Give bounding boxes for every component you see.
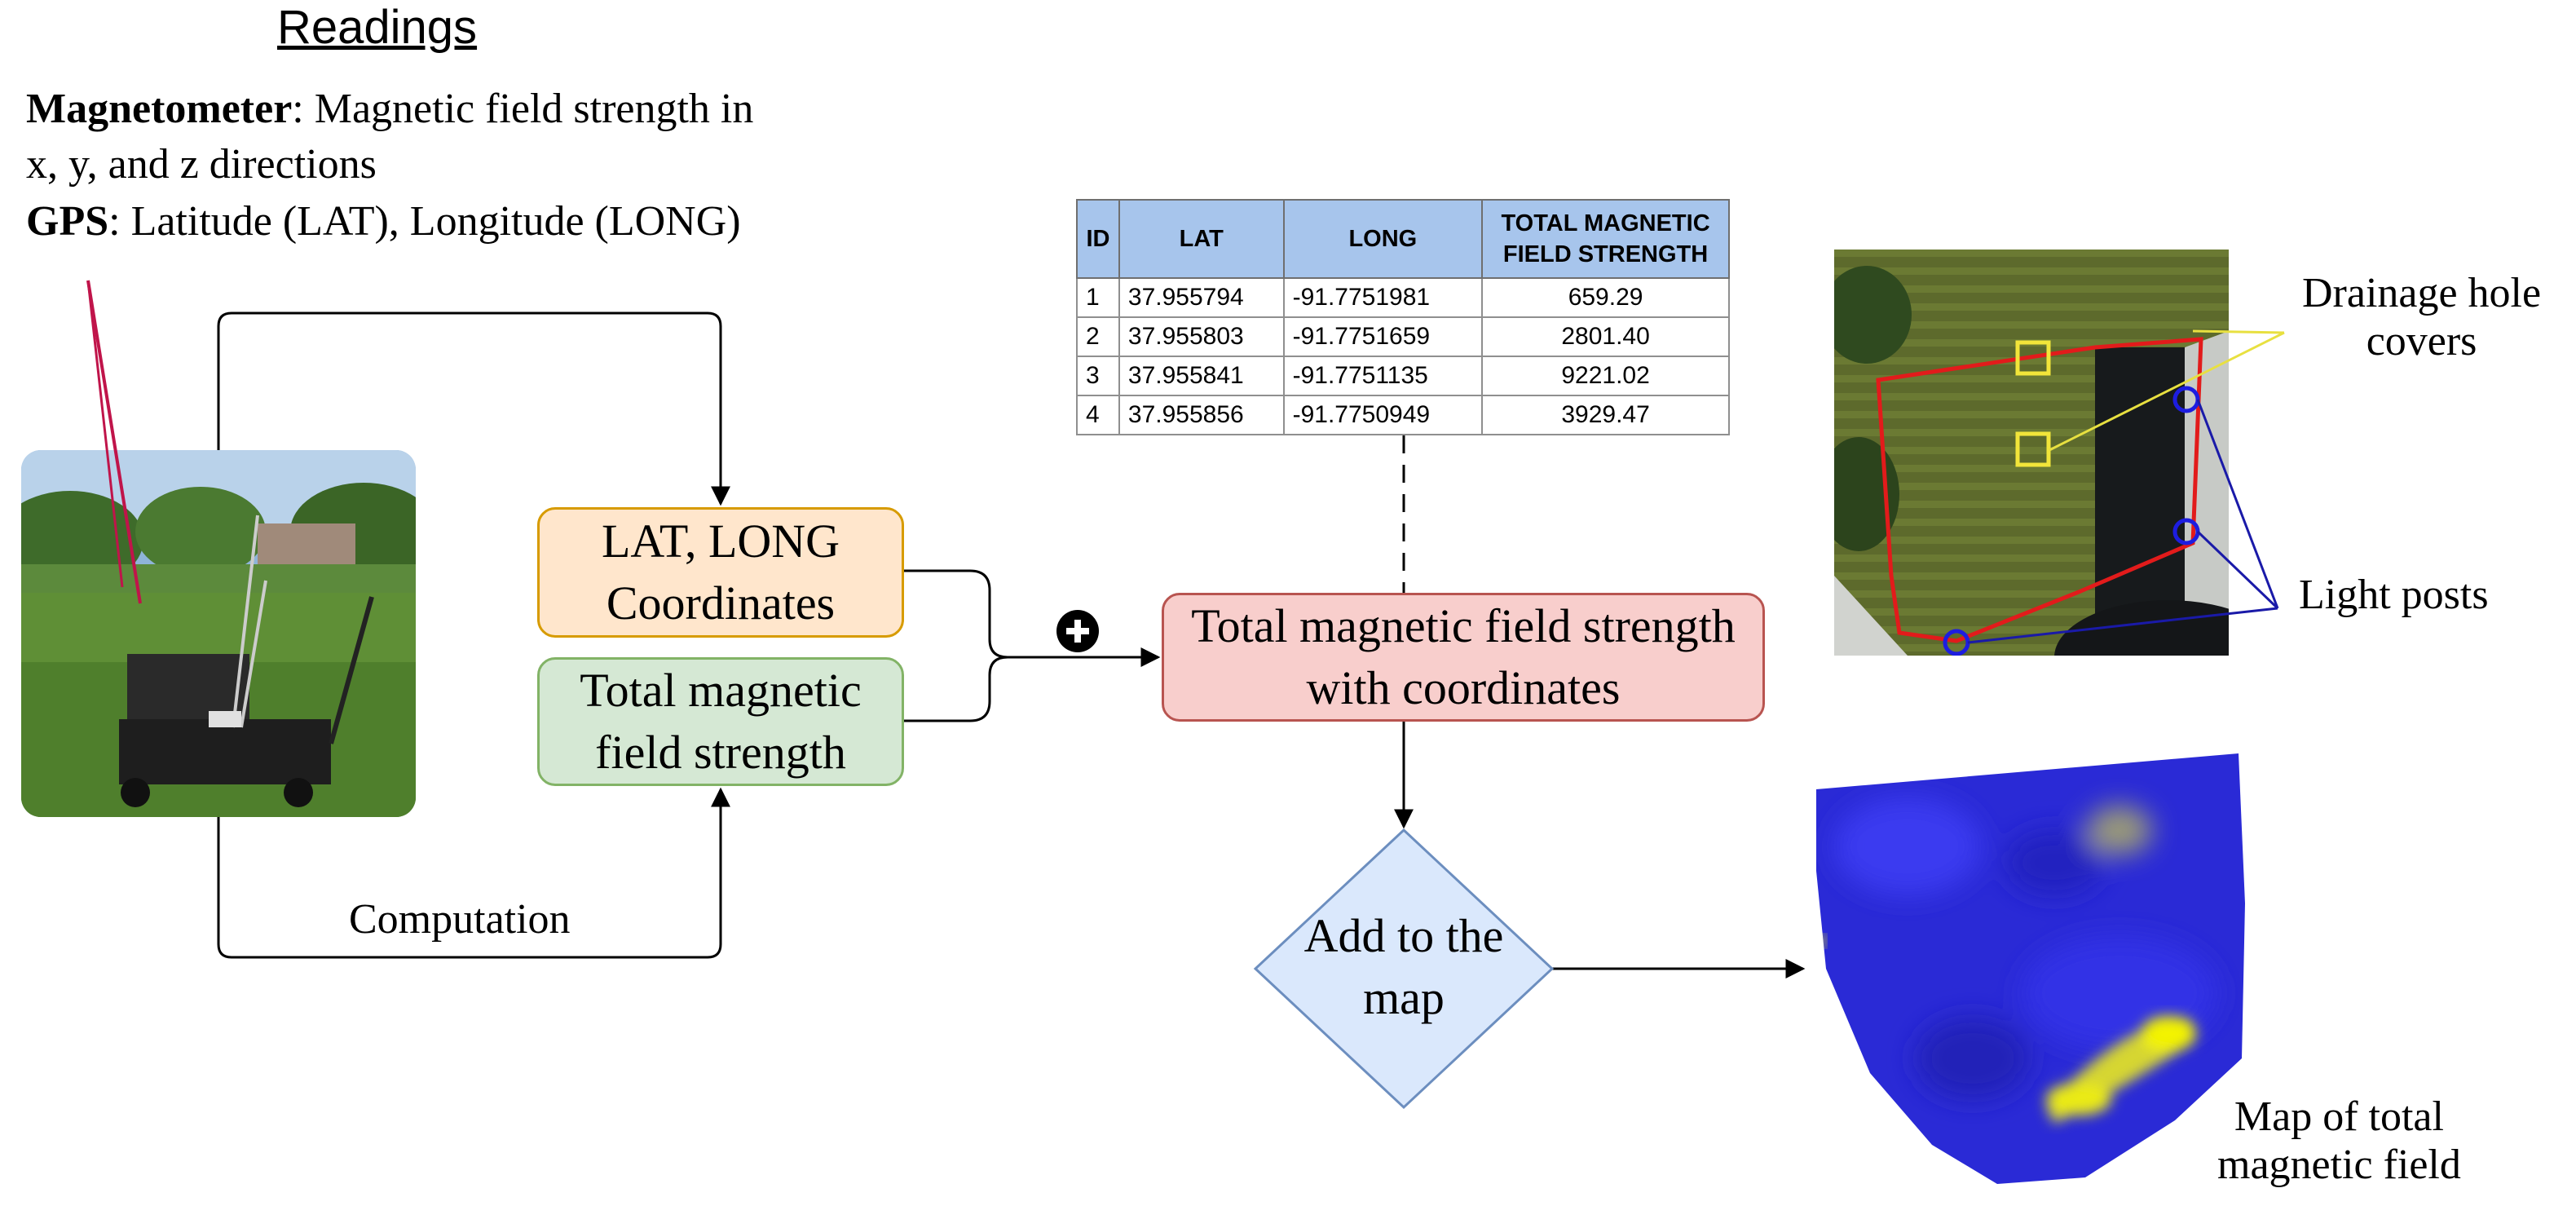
gps-line: GPS: Latitude (LAT), Longitude (LONG): [26, 197, 741, 245]
cell-long: -91.7751981: [1282, 277, 1484, 318]
field-line1: Total magnetic: [580, 664, 862, 717]
cell-total: 2801.40: [1481, 316, 1730, 357]
cell-long: -91.7750949: [1282, 395, 1484, 435]
add-line1: Add to the: [1303, 909, 1504, 962]
magnetometer-line: Magnetometer: Magnetic field strength in: [26, 85, 753, 133]
add-to-map-diamond: [1253, 828, 1555, 1110]
cell-lat: 37.955803: [1118, 316, 1285, 357]
drainage-line1: Drainage hole: [2302, 270, 2542, 316]
cell-long: -91.7751135: [1282, 356, 1484, 396]
header-total: TOTAL MAGNETIC FIELD STRENGTH: [1481, 199, 1730, 279]
connector-field-merge: [904, 656, 1008, 722]
drainage-label: Drainage hole covers: [2302, 269, 2541, 365]
magnetometer-line-2: x, y, and z directions: [26, 141, 377, 188]
map-caption: Map of total magnetic field: [2217, 1093, 2461, 1189]
combined-line1: Total magnetic field strength: [1191, 599, 1736, 652]
computation-label: Computation: [349, 896, 571, 943]
cell-lat: 37.955841: [1118, 356, 1285, 396]
coordinates-box: LAT, LONG Coordinates: [537, 507, 904, 638]
connector-coordinates-merge: [904, 569, 1008, 659]
magnetometer-label: Magnetometer: [26, 86, 293, 132]
plus-icon: [1056, 610, 1099, 652]
combined-line2: with coordinates: [1306, 661, 1621, 714]
coordinates-line1: LAT, LONG: [601, 515, 840, 568]
cell-id: 3: [1076, 356, 1120, 396]
add-line2: map: [1363, 971, 1445, 1024]
map-caption-line2: magnetic field: [2217, 1142, 2461, 1188]
readings-heading: Readings: [277, 1, 478, 54]
header-lat: LAT: [1118, 199, 1285, 279]
field-line2: field strength: [595, 726, 846, 779]
magnetic-field-heatmap: [1816, 753, 2245, 1184]
arrow-photo-to-coordinates: [217, 311, 730, 506]
magnetometer-text: : Magnetic field strength in: [292, 86, 754, 132]
sensor-cart-photo: [21, 450, 416, 817]
cell-id: 2: [1076, 316, 1120, 357]
gps-label: GPS: [26, 198, 109, 245]
coordinates-line2: Coordinates: [606, 576, 836, 629]
cell-total: 659.29: [1481, 277, 1730, 318]
add-to-map-label: Add to the map: [1255, 905, 1552, 1029]
cell-lat: 37.955794: [1118, 277, 1285, 318]
header-id: ID: [1076, 199, 1120, 279]
map-caption-line1: Map of total: [2234, 1093, 2444, 1140]
header-long: LONG: [1282, 199, 1484, 279]
drainage-line2: covers: [2366, 318, 2477, 364]
light-posts-label: Light posts: [2299, 572, 2489, 618]
cell-total: 9221.02: [1481, 356, 1730, 396]
cell-id: 4: [1076, 395, 1120, 435]
cell-id: 1: [1076, 277, 1120, 318]
combined-box: Total magnetic field strength with coordi…: [1162, 593, 1765, 722]
antenna-lines: [86, 280, 142, 604]
table-header-row: ID LAT LONG TOTAL MAGNETIC FIELD STRENGT…: [1076, 199, 1730, 279]
cell-total: 3929.47: [1481, 395, 1730, 435]
data-table: ID LAT LONG TOTAL MAGNETIC FIELD STRENGT…: [1076, 199, 1730, 435]
aerial-site-photo: [1834, 250, 2229, 656]
gps-text: : Latitude (LAT), Longitude (LONG): [108, 198, 741, 245]
arrow-photo-to-field: [217, 787, 730, 959]
cell-lat: 37.955856: [1118, 395, 1285, 435]
field-strength-box: Total magnetic field strength: [537, 657, 904, 786]
cell-long: -91.7751659: [1282, 316, 1484, 357]
